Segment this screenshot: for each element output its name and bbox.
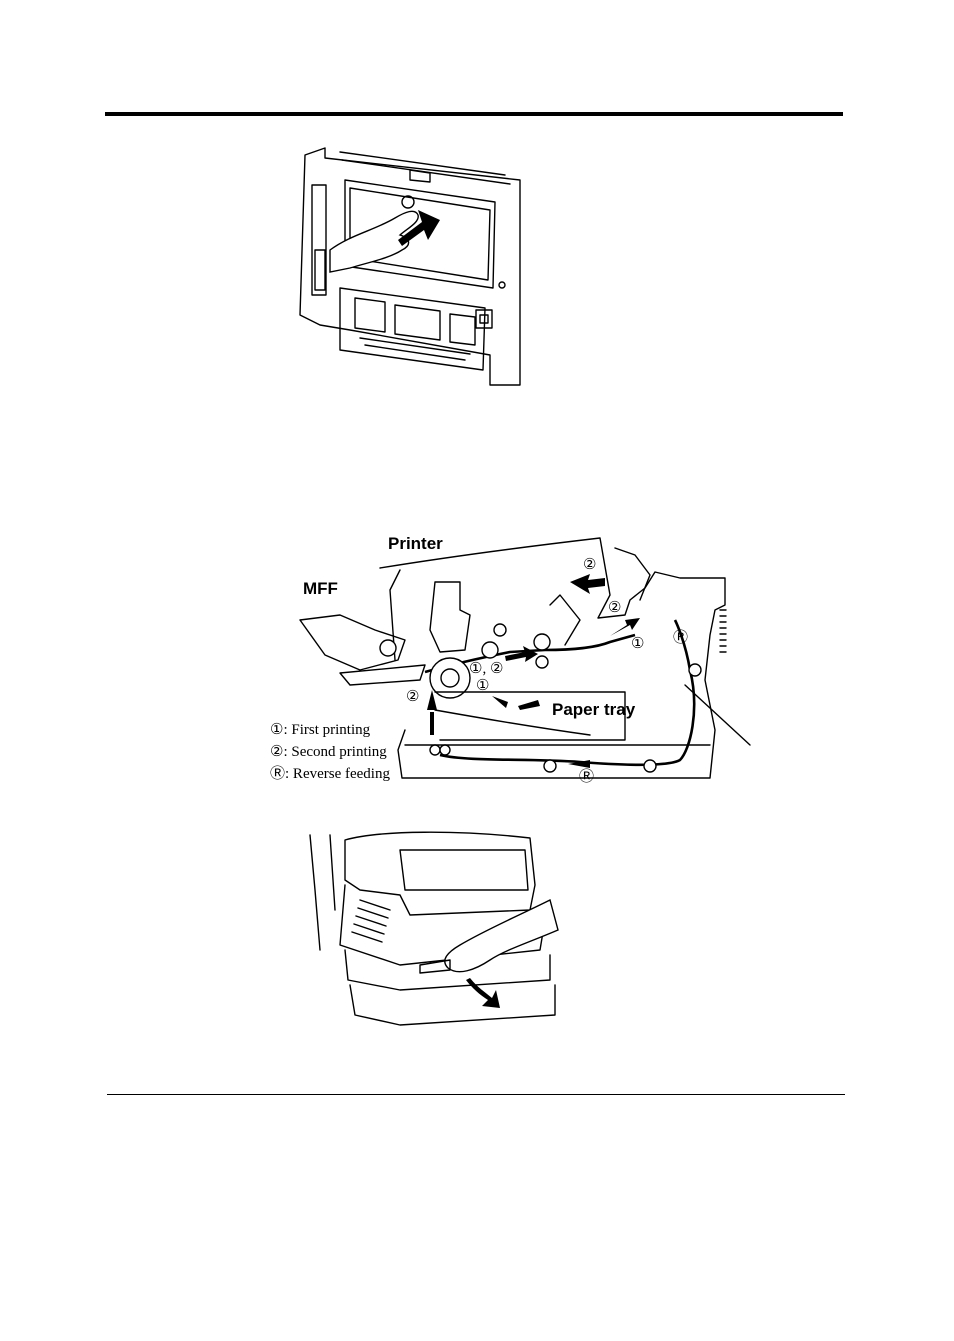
marker-second-top: ② xyxy=(583,557,597,573)
marker-second-left: ② xyxy=(406,689,420,705)
paper-tray-illustration xyxy=(309,831,559,1026)
footer-rule xyxy=(107,1094,845,1095)
route-legend: ①: First printing ②: Second printing Ⓡ: … xyxy=(270,719,390,785)
marker-first-right: ① xyxy=(631,636,645,652)
paper-tray-label: Paper tray xyxy=(552,700,636,719)
header-rule xyxy=(105,112,843,116)
printer-label: Printer xyxy=(388,534,443,553)
rear-cover-illustration xyxy=(299,147,521,386)
legend-item-first: ①: First printing xyxy=(270,722,371,738)
legend-item-second: ②: Second printing xyxy=(270,744,387,760)
paper-path-diagram xyxy=(299,537,751,779)
legend-item-reverse: Ⓡ: Reverse feeding xyxy=(270,766,390,782)
marker-reverse-bottom: Ⓡ xyxy=(579,769,595,785)
marker-first-lower: ① xyxy=(476,678,490,694)
marker-reverse-right: Ⓡ xyxy=(673,630,689,646)
mff-label: MFF xyxy=(303,579,338,598)
route-first-second-label: ①, ② xyxy=(469,661,504,677)
marker-second-upper: ② xyxy=(608,600,622,616)
